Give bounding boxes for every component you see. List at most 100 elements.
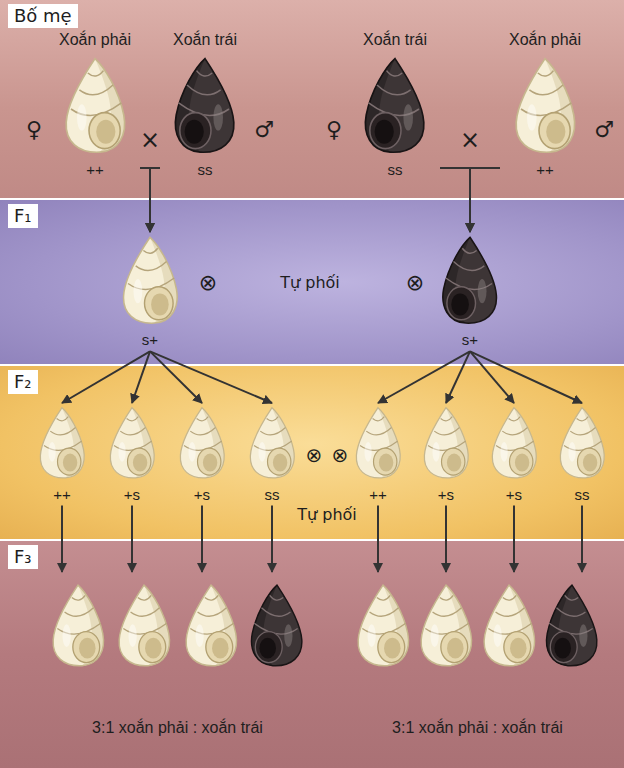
snail-shell [555,405,609,481]
shell-highlight [259,442,266,462]
snail-shell [487,405,541,481]
shell-body [53,585,103,666]
shell-highlight [213,104,223,130]
selfing-symbol: ⊗ [406,270,424,295]
shell-aperture [198,448,221,475]
shell-aperture-inner [379,454,393,472]
shell-shade [144,585,170,666]
shell-aperture-inner [515,454,529,472]
shell-shade [509,585,535,666]
shell-highlight [433,442,440,462]
f3-offspring: 3:1 xoắn phải : xoắn trái [35,574,320,737]
snail-shell [359,55,431,156]
shell-highlight [195,624,203,647]
shell-aperture [58,448,81,475]
shell-body [124,237,178,323]
shell-aperture [442,448,465,475]
shell-suture [190,427,215,434]
shell-highlight [527,104,537,130]
snail-shell [117,234,183,326]
shell-picture [555,405,609,481]
shell-picture [117,234,183,326]
shell-aperture-inner [79,638,96,659]
shell-body [560,408,604,478]
shell-picture [245,405,299,481]
snail-shell [180,582,242,669]
shell-shade [443,237,470,323]
shell-shade [446,408,468,478]
shell-aperture-inner [384,638,401,659]
shell-aperture-inner [451,293,469,315]
shell-aperture-inner [447,638,464,659]
f2-snail: +s [175,405,229,504]
shell-picture [169,55,241,156]
shell-suture [72,595,85,600]
shell-shade [175,59,205,153]
shell-shade [383,585,409,666]
inheritance-arrow [271,506,273,572]
genotype-label: ss [265,486,280,504]
shell-picture [47,582,109,669]
shell-suture [570,427,595,434]
shell-aperture-inner [583,454,597,472]
shell-aperture [447,287,476,320]
shell-aperture-inner [510,638,527,659]
genotype-label: ss [198,161,213,179]
shell-outline [124,237,178,323]
shell-picture [113,582,175,669]
shell-suture [462,248,476,253]
shell-highlight [478,279,487,303]
f2-snail: ss [245,405,299,504]
shell-picture [419,405,473,481]
ratio-label: 3:1 xoắn phải : xoắn trái [392,719,563,737]
shell-body [175,59,233,153]
generation-label: Bố mẹ [8,4,78,28]
shell-body [66,59,124,153]
shell-outline [560,408,604,478]
shell-suture [143,248,157,253]
shell-highlight [77,104,87,130]
shell-suture [377,85,411,95]
inheritance-arrow [150,351,202,403]
shell-highlight [284,624,292,647]
genotype-label: ++ [53,486,71,504]
snail-shell [47,582,109,669]
shell-shade [514,408,536,478]
genotype-label: s+ [462,331,478,349]
shell-outline [180,408,224,478]
shell-aperture [205,632,232,663]
shell-outline [516,59,574,153]
shell-shade [545,59,575,153]
genotype-label: +s [194,486,210,504]
shell-suture [502,427,527,434]
shell-shade [582,408,604,478]
f2-snail: ++ [35,405,89,504]
shell-aperture-inner [145,638,162,659]
generation-band: F₃3:1 xoắn phải : xoắn trái3:1 xoắn phải… [0,539,624,768]
shell-suture [187,85,221,95]
snail-shell [509,55,581,156]
shell-aperture [578,448,601,475]
shell-aperture [539,113,570,149]
sex-symbol: ♂ [254,118,274,142]
shell-suture [120,427,145,434]
shell-suture [503,595,516,600]
f1-snail: s+ [110,234,190,349]
shell-body [424,408,468,478]
selfing-symbol: ⊗ [199,270,217,295]
shell-highlight [403,104,413,130]
shell-shade [211,585,237,666]
generation-label: F₂ [8,370,38,394]
inheritance-arrow [581,506,583,572]
selfing-symbol: ⊗ [306,443,323,467]
genotype-label: s+ [142,331,158,349]
shell-suture [50,427,75,434]
shell-suture [366,427,391,434]
shell-aperture [145,287,174,320]
shell-outline [250,408,294,478]
ratio-label: 3:1 xoắn phải : xoắn trái [92,719,263,737]
inheritance-arrow [440,168,470,232]
shell-shade [546,585,572,666]
shell-outline [358,585,408,666]
shell-suture [433,608,462,616]
